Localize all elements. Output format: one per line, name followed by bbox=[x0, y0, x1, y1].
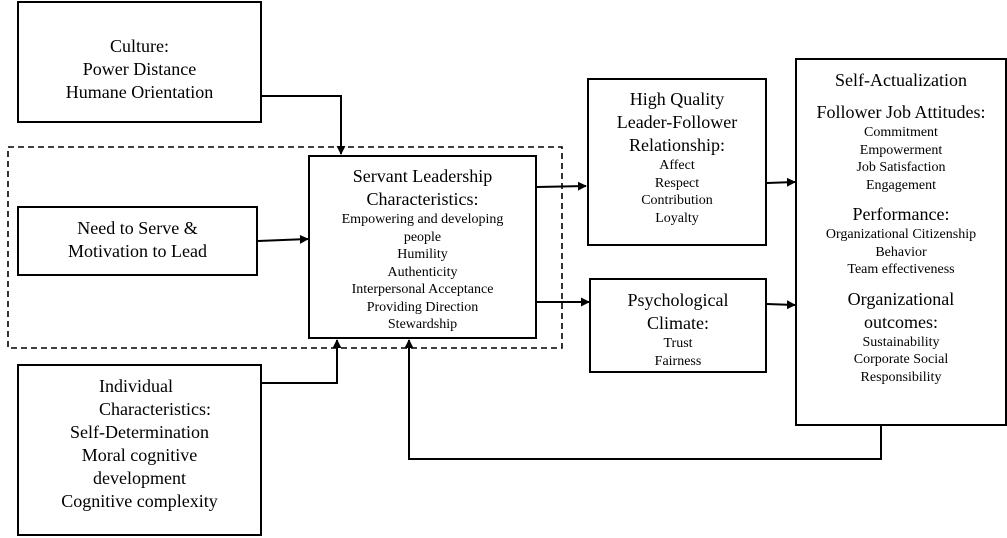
arrow-servant-to-relationship bbox=[536, 181, 587, 191]
relationship-item: Affect bbox=[659, 158, 695, 173]
climate-title: Psychological bbox=[627, 290, 729, 310]
servant-title: Characteristics: bbox=[366, 189, 479, 209]
servant-item: Providing Direction bbox=[366, 299, 479, 315]
culture-box: Culture: Power Distance Humane Orientati… bbox=[17, 1, 262, 123]
relationship-title: Leader-Follower bbox=[616, 112, 738, 132]
arrow-need-to-servant bbox=[257, 234, 309, 244]
relationship-box: High Quality Leader-Follower Relationshi… bbox=[587, 78, 767, 246]
outcomes-item: Sustainability bbox=[862, 334, 940, 350]
arrow-culture-to-servant bbox=[262, 95, 346, 155]
outcomes-heading: Organizational bbox=[847, 288, 955, 309]
relationship-title: Relationship: bbox=[629, 135, 725, 155]
individual-characteristics-box: Individual Characteristics: Self-Determi… bbox=[17, 364, 262, 536]
climate-title: Climate: bbox=[647, 313, 709, 333]
servant-item: Authenticity bbox=[387, 264, 458, 280]
attitudes-heading: Follower Job Attitudes: bbox=[816, 102, 986, 122]
climate-item: Trust bbox=[663, 336, 693, 351]
need-to-serve-box: Need to Serve & Motivation to Lead bbox=[17, 206, 258, 276]
performance-item: Team effectiveness bbox=[847, 262, 955, 277]
outcomes-item: Responsibility bbox=[860, 369, 942, 385]
attitudes-item: Commitment bbox=[864, 125, 938, 140]
servant-title: Servant Leadership bbox=[352, 166, 493, 186]
servant-item: people bbox=[403, 229, 442, 245]
attitudes-item: Empowerment bbox=[859, 142, 943, 158]
attitudes-item: Engagement bbox=[866, 177, 936, 193]
individual-item: development bbox=[93, 468, 186, 488]
servant-leadership-box: Servant Leadership Characteristics: Empo… bbox=[308, 155, 537, 339]
performance-item: Organizational Citizenship bbox=[825, 227, 977, 242]
relationship-item: Contribution bbox=[641, 193, 713, 208]
servant-item: Stewardship bbox=[387, 317, 458, 332]
outcomes-heading: outcomes: bbox=[864, 311, 938, 332]
culture-item: Humane Orientation bbox=[65, 82, 214, 102]
arrow-feedback-actualization-to-servant bbox=[404, 339, 882, 460]
servant-item: Interpersonal Acceptance bbox=[351, 282, 494, 297]
arrow-relationship-to-actualization bbox=[766, 177, 796, 187]
need-line: Motivation to Lead bbox=[68, 241, 207, 261]
individual-title: Individual bbox=[99, 376, 173, 396]
climate-item: Fairness bbox=[654, 353, 702, 369]
individual-title: Characteristics: bbox=[99, 399, 211, 419]
servant-item: Humility bbox=[397, 247, 448, 262]
actualization-title: Self-Actualization bbox=[835, 70, 967, 90]
need-line: Need to Serve & bbox=[77, 218, 198, 238]
arrow-individual-to-servant bbox=[262, 339, 342, 384]
individual-item: Cognitive complexity bbox=[61, 491, 218, 511]
psychological-climate-box: Psychological Climate: Trust Fairness bbox=[589, 278, 767, 373]
attitudes-item: Job Satisfaction bbox=[856, 160, 946, 175]
individual-item: Moral cognitive bbox=[81, 445, 198, 465]
culture-title: Culture: bbox=[110, 36, 169, 56]
outcomes-item: Corporate Social bbox=[853, 352, 949, 367]
dashed-boundary bbox=[7, 146, 563, 349]
relationship-item: Loyalty bbox=[655, 210, 699, 226]
culture-item: Power Distance bbox=[82, 59, 197, 79]
performance-item: Behavior bbox=[875, 244, 927, 260]
performance-heading: Performance: bbox=[852, 204, 950, 224]
servant-item: Empowering and developing bbox=[341, 212, 504, 227]
relationship-item: Respect bbox=[654, 175, 700, 191]
arrow-climate-to-actualization bbox=[766, 300, 796, 310]
individual-item: Self-Determination bbox=[70, 422, 209, 442]
relationship-title: High Quality bbox=[629, 89, 725, 109]
self-actualization-box: Self-Actualization Follower Job Attitude… bbox=[795, 58, 1007, 426]
